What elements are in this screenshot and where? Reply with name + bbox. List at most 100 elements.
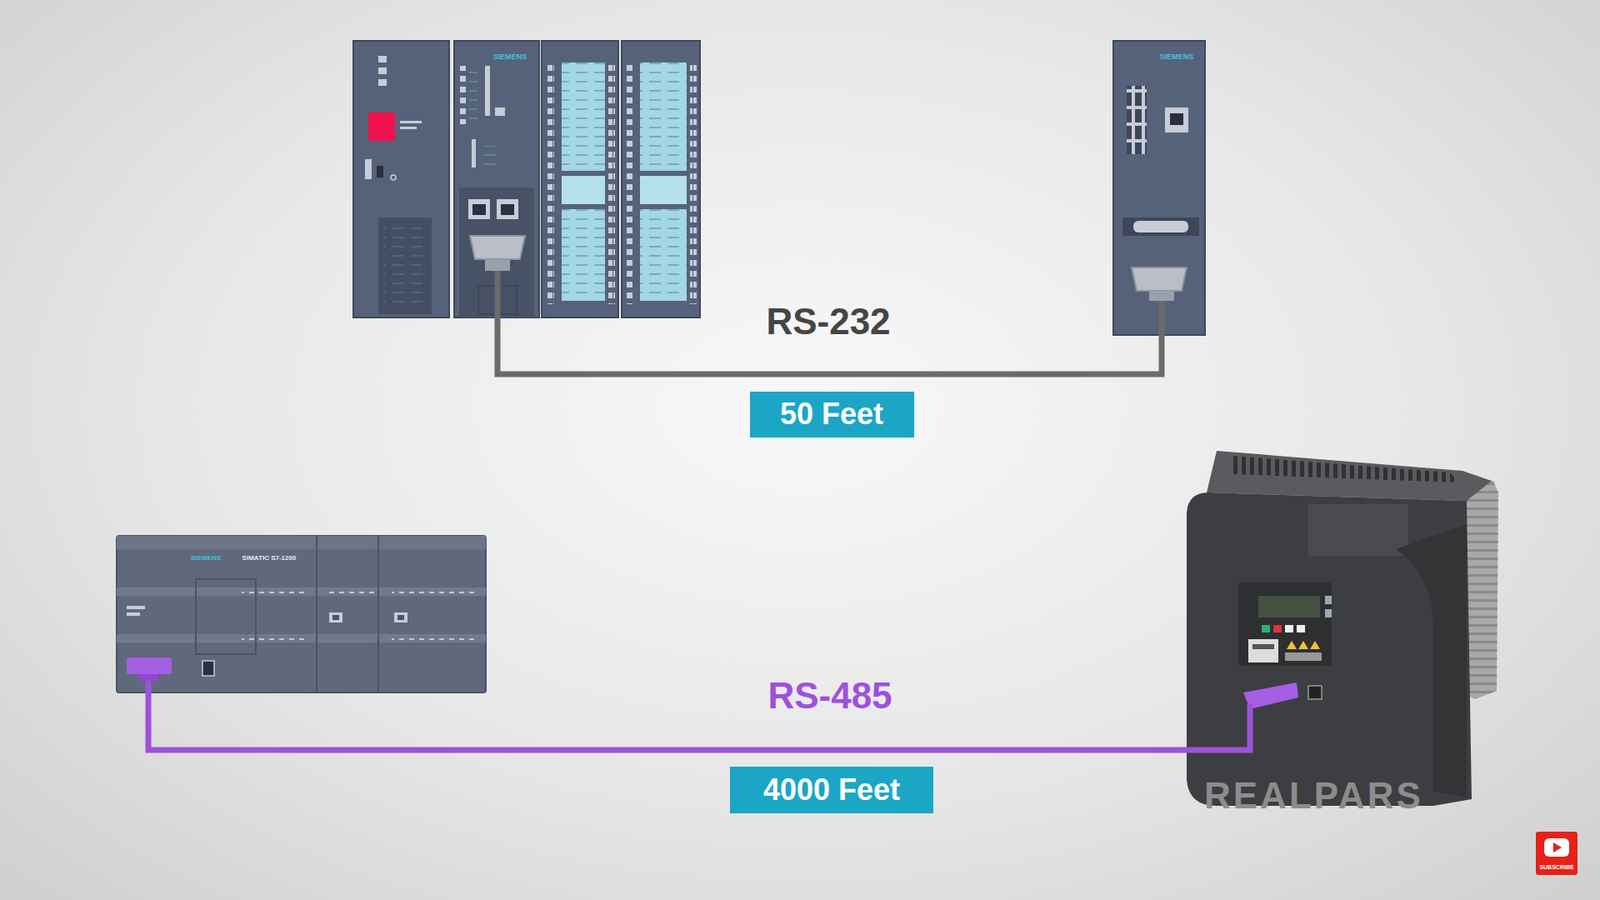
s7-300-plc-part [378, 55, 387, 63]
frequency-drive-part [1238, 582, 1332, 666]
s7-300-plc-part [459, 187, 535, 318]
subscribe-icon-part [1535, 831, 1578, 875]
s7-1200-plc-part [241, 634, 309, 643]
s7-1200-plc-part [391, 587, 475, 596]
s7-300-plc-part [561, 175, 605, 205]
s7-300-plc-part [400, 120, 422, 124]
cable [148, 692, 1184, 750]
frequency-drive-part [1233, 455, 1459, 483]
s7-1200-plc-part [315, 535, 318, 693]
brand-text: SIEMENS [493, 53, 528, 62]
s7-300-plc-part [478, 145, 500, 168]
et200-module-part [1133, 220, 1189, 233]
s7-1200-plc-part [241, 587, 309, 596]
brand-text: SIEMENS [190, 555, 221, 563]
brand-text: SIEMENS [1160, 53, 1195, 62]
s7-300-plc-part [469, 67, 485, 123]
et200-module-part [1113, 40, 1205, 335]
et200-module [1113, 40, 1205, 336]
s7-1200-plc-part [195, 579, 256, 655]
s7-1200-plc-part [116, 535, 486, 550]
et200-module-part [1170, 113, 1184, 125]
s7-300-plc-part [495, 270, 501, 319]
watermark: REALPARS [1204, 775, 1424, 816]
s7-300-plc-part [626, 62, 634, 305]
frequency-drive-part [1325, 595, 1332, 605]
frequency-drive-part [1285, 652, 1322, 661]
distance-value: 50 Feet [780, 397, 884, 431]
subscribe-icon [1535, 831, 1578, 875]
s7-300-plc-part [353, 40, 450, 318]
s7-300-plc-part [561, 209, 605, 301]
s7-300-plc: SIEMENS [353, 40, 700, 318]
s7-1200-plc-part [145, 680, 152, 694]
s7-300-plc-part [640, 209, 687, 301]
frequency-drive [1182, 450, 1499, 806]
et200-module: SIEMENS [1113, 40, 1205, 335]
s7-1200-plc-part [126, 612, 140, 616]
s7-1200-plc [116, 535, 486, 694]
s7-1200-plc-part [325, 587, 375, 596]
s7-300-plc-part [368, 112, 395, 141]
s7-1200-plc-part [332, 615, 340, 620]
s7-1200-plc-part [329, 612, 343, 623]
s7-1200-plc: SIEMENS SIMATIC S7-1200 [116, 535, 486, 693]
s7-1200-plc-part [126, 605, 145, 610]
s7-1200-plc-part [202, 660, 215, 676]
et200-module-part [1159, 300, 1165, 336]
s7-300-plc-part [495, 107, 505, 116]
subscribe-icon-part [1544, 838, 1570, 857]
distance-badge: 4000 Feet [730, 766, 934, 814]
s7-300-plc-part [640, 62, 687, 171]
s7-300-plc-part [454, 40, 540, 318]
s7-300-plc-part [561, 209, 605, 301]
frequency-drive-part [1298, 640, 1309, 650]
s7-300-plc-part [470, 235, 525, 260]
frequency-drive-part [1206, 450, 1492, 501]
s7-300-plc-part [541, 40, 619, 318]
frequency-drive-part [1252, 644, 1275, 650]
s7-300-plc-part [690, 62, 697, 305]
frequency-drive-part [1261, 625, 1270, 633]
s7-300-plc-part [640, 175, 687, 205]
s7-300-plc-part [471, 139, 476, 168]
frequency-drive-part [1182, 704, 1250, 750]
s7-1200-plc-part [391, 634, 475, 643]
brand-text: SIMATIC S7-1200 [242, 555, 297, 563]
s7-1200-plc-part [116, 587, 486, 596]
s7-1200-plc-part [394, 612, 408, 623]
s7-300-plc-part [561, 62, 605, 171]
s7-300-plc-part [472, 204, 486, 215]
s7-300-plc-part [547, 62, 555, 305]
s7-300-plc-part [640, 209, 687, 301]
s7-300-plc-part [500, 204, 515, 215]
s7-1200-plc-part [377, 535, 380, 693]
s7-300-plc-part [485, 65, 490, 116]
distance-value: 4000 Feet [763, 773, 900, 807]
s7-300-plc-part [561, 62, 605, 171]
et200-module-part [1131, 267, 1187, 291]
s7-300-plc-part [378, 217, 432, 315]
s7-300-plc-part [608, 62, 615, 305]
protocol-label: RS-485 [767, 675, 892, 716]
s7-1200-plc-part [116, 535, 486, 693]
frequency-drive [1183, 449, 1499, 806]
distance-badge: 50 Feet [750, 391, 915, 438]
et200-module-part [1126, 85, 1147, 155]
s7-300-plc-part [365, 159, 372, 180]
s7-300-plc-part [376, 165, 384, 178]
subscribe-text: SUBSCRIBE [1539, 864, 1574, 871]
frequency-drive-part [1273, 625, 1282, 633]
et200-module-part [1126, 85, 1147, 155]
s7-300-plc [353, 40, 700, 319]
frequency-drive-part [1286, 640, 1297, 650]
frequency-drive-part [1310, 640, 1320, 650]
frequency-drive-part [1186, 492, 1472, 806]
frequency-drive-part [1258, 595, 1320, 618]
frequency-drive-part [1248, 639, 1279, 663]
frequency-drive-part [1395, 524, 1467, 798]
s7-300-plc-part [496, 199, 519, 220]
